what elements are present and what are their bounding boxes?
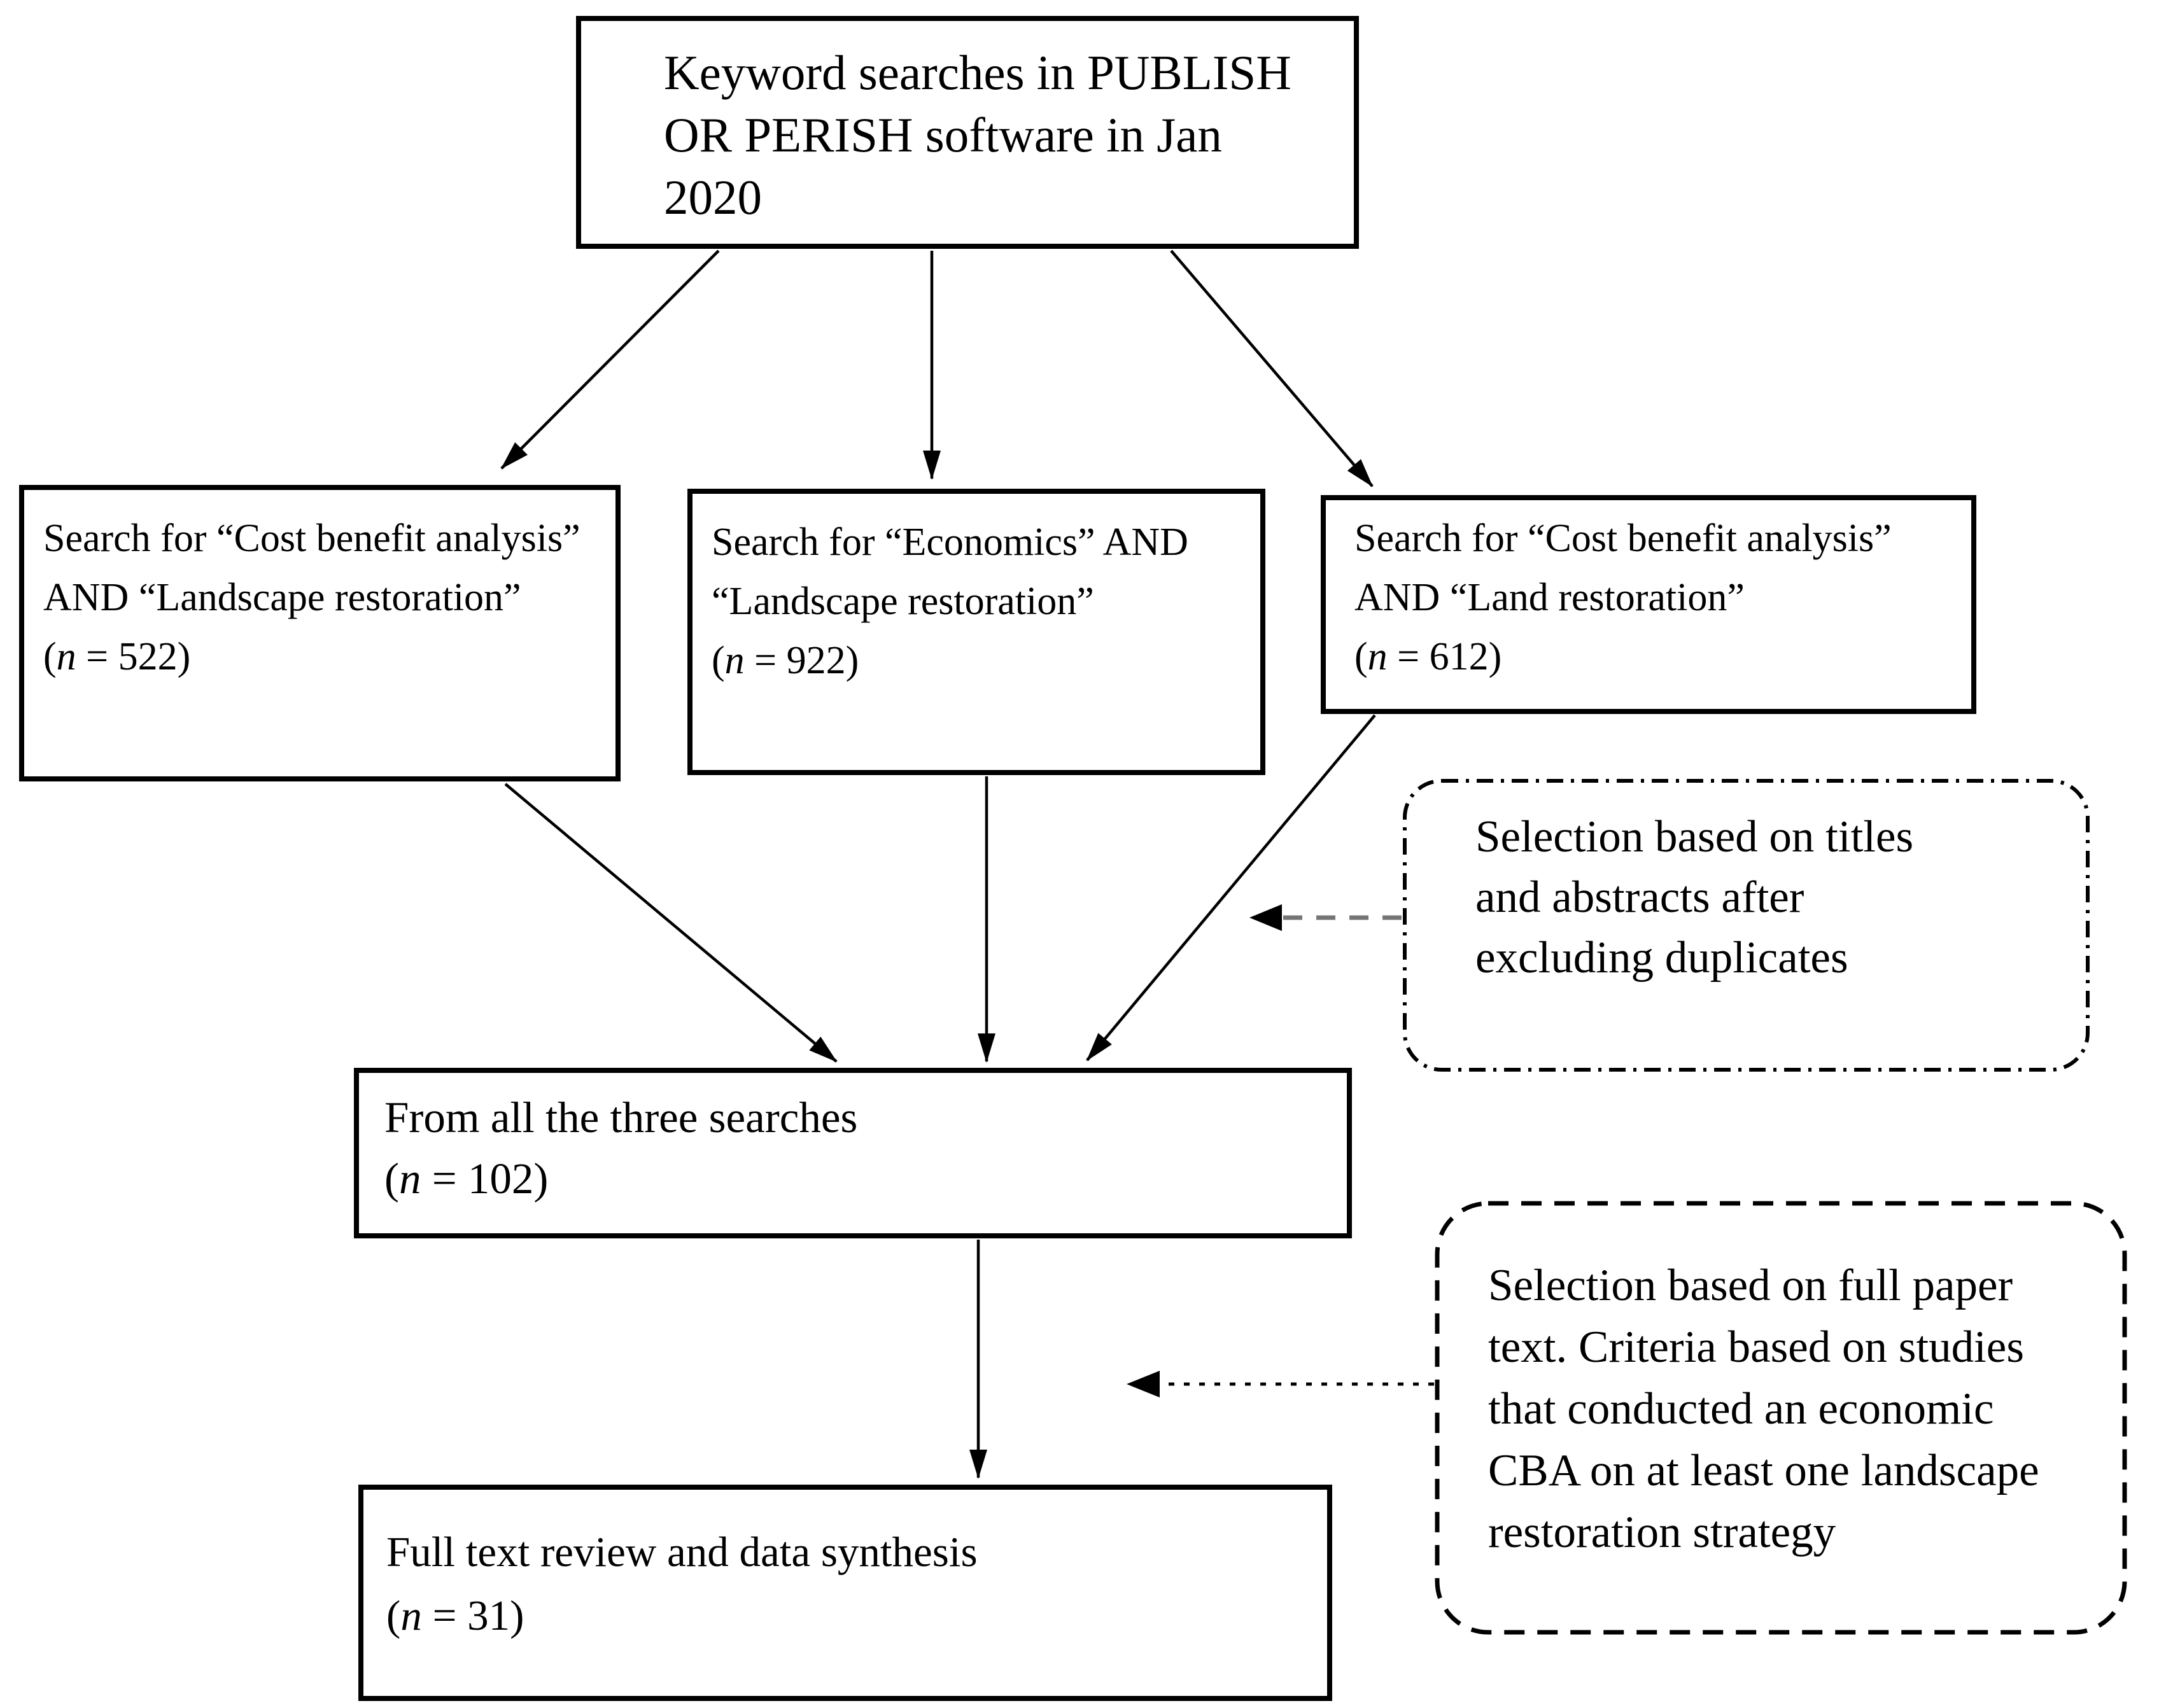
- search3-count: (n = 612): [1354, 627, 1965, 687]
- annotation1-arrowhead: [1249, 904, 1282, 931]
- search-box-economics-landscape: Search for “Economics” AND “Landscape re…: [687, 489, 1265, 775]
- annotation2-border: [1435, 1201, 2127, 1635]
- keyword-search-line3: 2020: [664, 170, 762, 225]
- count-open: (: [1354, 635, 1368, 678]
- count-rest: = 522): [76, 635, 191, 678]
- count-rest: = 102): [421, 1154, 549, 1203]
- search-box-cba-landscape: Search for “Cost benefit analysis” AND “…: [19, 485, 621, 781]
- count-n: n: [56, 635, 76, 678]
- annotation1-line3: excluding duplicates: [1475, 933, 1848, 983]
- count-n: n: [1367, 635, 1388, 678]
- count-open: (: [386, 1592, 401, 1639]
- search2-line1: Search for “Economics” AND: [712, 521, 1188, 564]
- search3-line1: Search for “Cost benefit analysis”: [1354, 517, 1892, 560]
- keyword-search-line1: Keyword searches in PUBLISH: [664, 45, 1291, 100]
- search3-line2: AND “Land restoration”: [1354, 576, 1745, 619]
- count-open: (: [712, 639, 725, 682]
- annotation1-line1: Selection based on titles: [1475, 812, 1914, 862]
- count-rest: = 922): [744, 639, 859, 682]
- search2-line2: “Landscape restoration”: [712, 580, 1094, 623]
- annotation1-border: [1403, 779, 2090, 1072]
- count-open: (: [43, 635, 57, 678]
- search1-count: (n = 522): [43, 627, 609, 687]
- search-box-cba-land: Search for “Cost benefit analysis” AND “…: [1321, 495, 1976, 714]
- arrow-top-to-left-search: [500, 249, 720, 470]
- keyword-search-box: Keyword searches in PUBLISH OR PERISH so…: [576, 16, 1359, 249]
- annotation2-line2: text. Criteria based on studies: [1488, 1322, 2024, 1372]
- count-n: n: [400, 1592, 422, 1639]
- annotation2-line3: that conducted an economic: [1488, 1384, 1994, 1434]
- count-n: n: [398, 1154, 421, 1203]
- merge-count: (n = 102): [384, 1148, 1334, 1209]
- annotation1-line2: and abstracts after: [1475, 872, 1804, 922]
- search2-count: (n = 922): [712, 631, 1254, 690]
- merge-line1: From all the three searches: [384, 1093, 858, 1142]
- annotation2-line1: Selection based on full paper: [1488, 1261, 2013, 1310]
- count-open: (: [384, 1154, 399, 1203]
- annotation2-arrowhead: [1127, 1371, 1160, 1397]
- annotation-titles-abstracts: Selection based on titles and abstracts …: [1475, 807, 2086, 988]
- count-n: n: [724, 639, 745, 682]
- arrow-right-search-to-merge: [1086, 714, 1376, 1061]
- full-text-review-box: Full text review and data synthesis (n =…: [358, 1485, 1332, 1701]
- merged-results-box: From all the three searches (n = 102): [354, 1068, 1352, 1238]
- search1-line2: AND “Landscape restoration”: [43, 576, 521, 619]
- final-line1: Full text review and data synthesis: [386, 1529, 978, 1576]
- arrow-left-search-to-merge: [504, 783, 838, 1063]
- final-count: (n = 31): [386, 1584, 1314, 1648]
- annotation2-line5: restoration strategy: [1488, 1508, 1836, 1557]
- count-rest: = 31): [421, 1592, 524, 1639]
- search1-line1: Search for “Cost benefit analysis”: [43, 517, 580, 560]
- annotation-full-paper-criteria: Selection based on full paper text. Crit…: [1488, 1255, 2112, 1564]
- keyword-search-line2: OR PERISH software in Jan: [664, 108, 1222, 162]
- arrow-top-to-right-search: [1170, 249, 1374, 487]
- count-rest: = 612): [1387, 635, 1502, 678]
- annotation2-line4: CBA on at least one landscape: [1488, 1446, 2039, 1495]
